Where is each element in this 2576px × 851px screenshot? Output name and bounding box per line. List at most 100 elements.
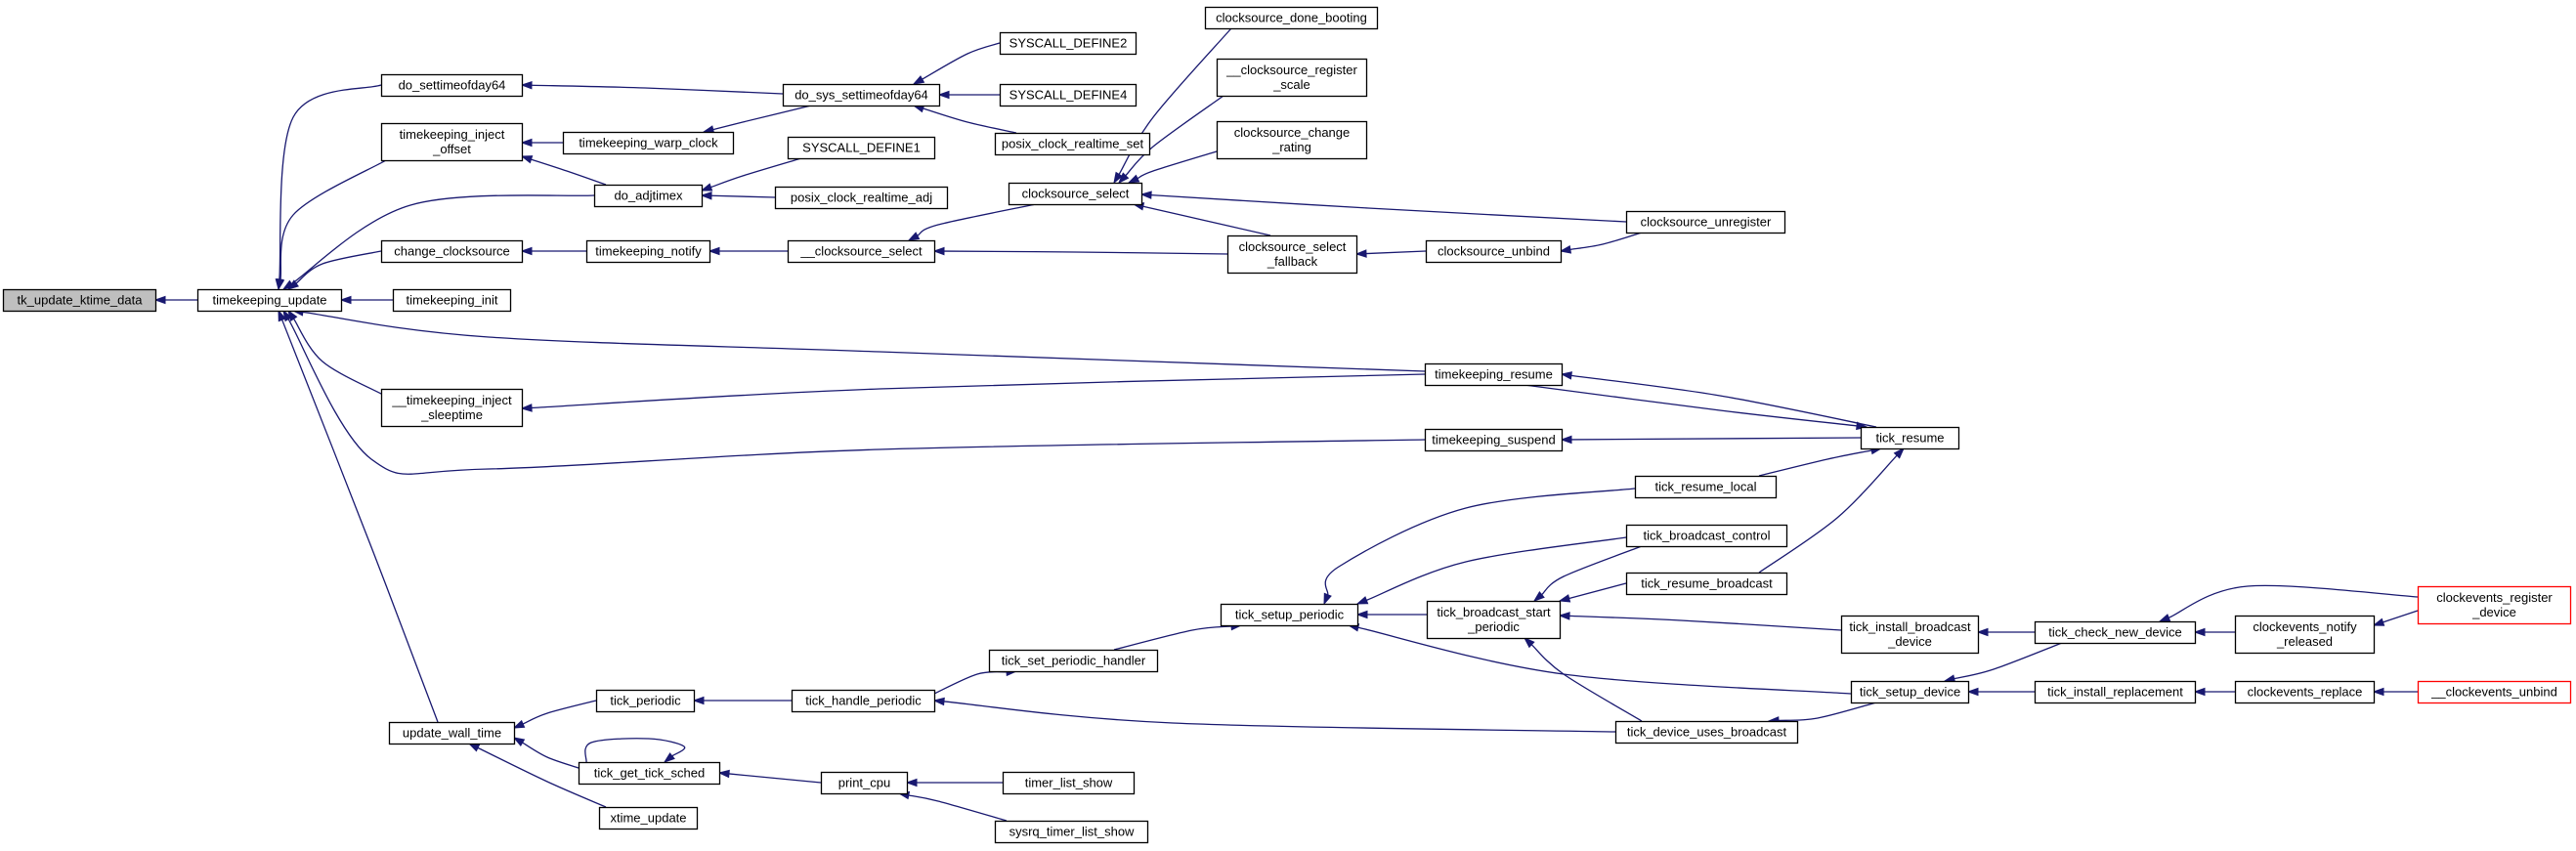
- edge-tick-get-tick-sched-to-update-wall-time: [512, 737, 580, 769]
- node-label: change_clocksource: [394, 244, 510, 259]
- arrowhead: [937, 90, 950, 100]
- node-label: __timekeeping_inject: [391, 393, 512, 407]
- arrowhead: [692, 696, 705, 705]
- arrowhead: [153, 295, 166, 305]
- node-timekeeping-inject-offset[interactable]: timekeeping_inject_offset: [380, 122, 524, 162]
- node-syscall-define1[interactable]: SYSCALL_DEFINE1: [787, 136, 936, 160]
- node-tick-get-tick-sched[interactable]: tick_get_tick_sched: [578, 761, 721, 786]
- edge-tick-handle-periodic-to-tick-periodic: [692, 696, 792, 705]
- node-timekeeping-suspend[interactable]: timekeeping_suspend: [1424, 428, 1564, 452]
- node-label: do_sys_settimeofday64: [794, 88, 928, 103]
- arrowhead: [932, 246, 945, 256]
- node-timekeeping-init[interactable]: timekeeping_init: [392, 288, 512, 313]
- node-label: timekeeping_update: [212, 293, 326, 308]
- node-tick-device-uses-broadcast[interactable]: tick_device_uses_broadcast: [1614, 720, 1799, 745]
- node-clockevents-notify-released[interactable]: clockevents_notify_released: [2234, 615, 2376, 655]
- node-timekeeping-resume[interactable]: timekeeping_resume: [1424, 362, 1564, 387]
- node-tk-update-ktime-data[interactable]: tk_update_ktime_data: [2, 288, 157, 313]
- node-posix-clock-realtime-adj[interactable]: posix_clock_realtime_adj: [774, 186, 949, 210]
- node-do-adjtimex[interactable]: do_adjtimex: [593, 184, 704, 208]
- edge-timekeeping-suspend-to-timekeeping-update: [282, 309, 1426, 475]
- node-sysrq-timer-list-show[interactable]: sysrq_timer_list_show: [994, 820, 1149, 844]
- node-tick-install-replacement[interactable]: tick_install_replacement: [2034, 680, 2197, 704]
- edge-sysrq-timer-list-show-to-print-cpu: [897, 790, 1008, 822]
- arrowhead: [717, 769, 730, 779]
- node-clocksource-unregister[interactable]: clocksource_unregister: [1625, 210, 1786, 234]
- node-label: _rating: [1271, 140, 1311, 154]
- node-clockevents-replace[interactable]: clockevents_replace: [2234, 680, 2376, 704]
- node-clocksource-select-fallback[interactable]: clocksource_select_fallback: [1226, 234, 1358, 275]
- edge-timekeeping-resume-to-timekeeping-inject-sleeptime: [520, 373, 1426, 412]
- node-change-clocksource[interactable]: change_clocksource: [380, 239, 524, 264]
- node-tick-setup-periodic[interactable]: tick_setup_periodic: [1220, 603, 1359, 627]
- node-syscall-define2[interactable]: SYSCALL_DEFINE2: [999, 31, 1138, 56]
- edge-timer-list-show-to-print-cpu: [905, 778, 1003, 787]
- edge-clocksource-select-fallback-to-clocksource-select: [932, 246, 1228, 256]
- node-label: tick_get_tick_sched: [594, 766, 705, 781]
- arrowhead: [1560, 435, 1572, 445]
- node-label: _released: [2276, 634, 2333, 649]
- edge-timekeeping-update-to-tk-update-ktime-data: [153, 295, 197, 305]
- edge-tick-broadcast-start-periodic-to-tick-setup-periodic: [1355, 610, 1427, 619]
- edge-tick-device-uses-broadcast-to-tick-broadcast-start-periodic: [1523, 636, 1643, 722]
- node-tick-resume-broadcast[interactable]: tick_resume_broadcast: [1625, 572, 1788, 596]
- arrowhead: [520, 138, 533, 148]
- edge-tick-device-uses-broadcast-to-tick-handle-periodic: [932, 697, 1616, 733]
- node-do-sys-settimeofday64[interactable]: do_sys_settimeofday64: [782, 83, 941, 107]
- node-label: tk_update_ktime_data: [18, 293, 144, 308]
- node-tick-resume-local[interactable]: tick_resume_local: [1634, 475, 1778, 499]
- node-tick-install-broadcast-device[interactable]: tick_install_broadcast_device: [1840, 615, 1980, 655]
- arrowhead: [1139, 191, 1152, 199]
- node-tick-setup-device[interactable]: tick_setup_device: [1850, 680, 1970, 704]
- node-tick-handle-periodic[interactable]: tick_handle_periodic: [791, 689, 936, 713]
- node-tick-broadcast-control[interactable]: tick_broadcast_control: [1625, 524, 1788, 548]
- node-label: do_adjtimex: [614, 189, 683, 203]
- edge-tick-periodic-to-update-wall-time: [512, 700, 597, 729]
- edge-tick-install-broadcast-device-to-tick-broadcast-start-periodic: [1558, 612, 1842, 631]
- node-syscall-define4[interactable]: SYSCALL_DEFINE4: [999, 83, 1138, 107]
- node-tick-set-periodic-handler[interactable]: tick_set_periodic_handler: [988, 649, 1159, 673]
- node-timer-list-show[interactable]: timer_list_show: [1002, 771, 1136, 795]
- node-timekeeping-inject-sleeptime[interactable]: __timekeeping_inject_sleeptime: [380, 388, 524, 428]
- node-label: tick_install_replacement: [2047, 685, 2183, 700]
- node-clocksource-register-scale[interactable]: __clocksource_register_scale: [1216, 58, 1368, 98]
- node-label: tick_broadcast_control: [1643, 529, 1770, 543]
- node-clockevents-unbind[interactable]: __clockevents_unbind: [2417, 680, 2572, 704]
- edge-update-wall-time-to-timekeeping-update: [278, 309, 439, 723]
- node-update-wall-time[interactable]: update_wall_time: [388, 721, 516, 745]
- node-clocksource-change-rating[interactable]: clocksource_change_rating: [1216, 120, 1368, 160]
- node-timekeeping-update[interactable]: timekeeping_update: [196, 288, 343, 313]
- node-label: _periodic: [1467, 619, 1520, 634]
- node-tick-check-new-device[interactable]: tick_check_new_device: [2034, 620, 2197, 645]
- node-xtime-update[interactable]: xtime_update: [598, 806, 699, 830]
- node-label: posix_clock_realtime_adj: [791, 191, 932, 205]
- node-tick-broadcast-start-periodic[interactable]: tick_broadcast_start_periodic: [1426, 600, 1562, 640]
- node-label: do_settimeofday64: [399, 78, 506, 93]
- node-tick-resume[interactable]: tick_resume: [1860, 426, 1960, 450]
- node-do-settimeofday64[interactable]: do_settimeofday64: [380, 73, 524, 98]
- node-label: __clockevents_unbind: [2430, 685, 2557, 700]
- arrowhead: [2193, 627, 2206, 637]
- node-clocksource-unbind[interactable]: clocksource_unbind: [1425, 239, 1563, 264]
- node-posix-clock-realtime-set[interactable]: posix_clock_realtime_set: [994, 132, 1151, 156]
- node-tick-periodic[interactable]: tick_periodic: [595, 689, 696, 713]
- arrowhead: [1893, 447, 1906, 459]
- node-clocksource-done-booting[interactable]: clocksource_done_booting: [1204, 6, 1379, 30]
- node-label: tick_device_uses_broadcast: [1627, 725, 1787, 740]
- node-label: clocksource_unregister: [1641, 215, 1772, 230]
- arrowhead: [1558, 594, 1571, 603]
- node-timekeeping-warp-clock[interactable]: timekeeping_warp_clock: [562, 131, 735, 155]
- edge-clockevents-register-device-to-tick-check-new-device: [2158, 584, 2419, 622]
- edge-timekeeping-resume-to-timekeeping-update: [291, 308, 1426, 372]
- arrowhead: [1560, 371, 1572, 380]
- node-label: tick_periodic: [610, 694, 681, 708]
- node-timekeeping-notify[interactable]: timekeeping_notify: [585, 239, 711, 264]
- node-print-cpu[interactable]: print_cpu: [820, 771, 909, 795]
- node-label: _device: [1887, 634, 1932, 649]
- edge-timekeeping-warp-clock-to-timekeeping-inject-offset: [520, 138, 563, 148]
- node-clocksource-select[interactable]: clocksource_select: [1008, 182, 1143, 206]
- node-clockevents-register-device[interactable]: clockevents_register_device: [2417, 585, 2572, 625]
- edge-change-clocksource-to-timekeeping-update: [286, 250, 382, 290]
- node-clocksource-select[interactable]: __clocksource_select: [787, 239, 936, 264]
- arrowhead: [907, 232, 921, 241]
